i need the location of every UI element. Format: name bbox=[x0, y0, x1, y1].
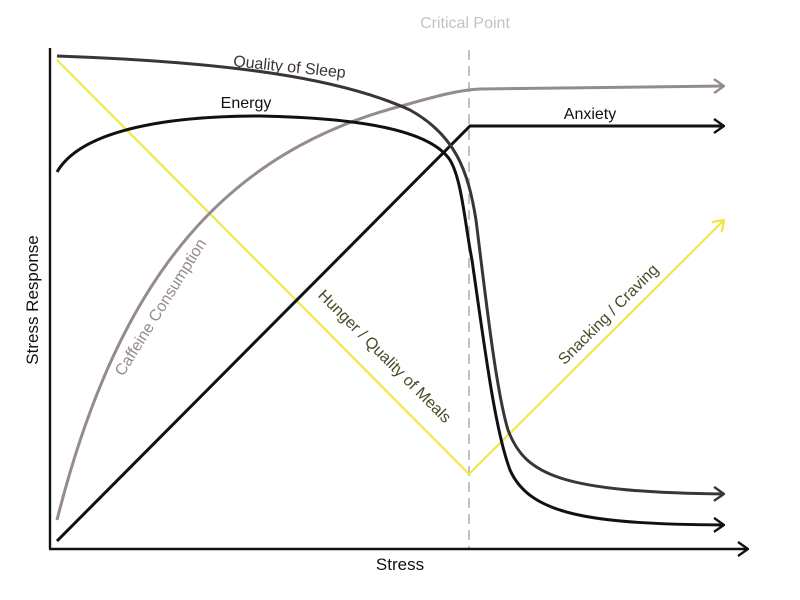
hunger-quality-of-meals-label: Hunger / Quality of Meals bbox=[314, 287, 454, 427]
caffeine-consumption-curve bbox=[55, 86, 724, 521]
quality-of-sleep-curve bbox=[56, 54, 724, 494]
hunger-quality-of-meals-line bbox=[56, 59, 470, 475]
quality-of-sleep-label: Quality of Sleep bbox=[232, 53, 346, 82]
snacking-craving-line bbox=[468, 220, 724, 475]
x-axis-label: Stress bbox=[376, 555, 424, 574]
critical-point-label: Critical Point bbox=[420, 15, 510, 32]
energy-curve bbox=[55, 114, 724, 525]
caffeine-consumption-label: Caffeine Consumption bbox=[112, 236, 210, 379]
energy-label: Energy bbox=[221, 95, 272, 112]
snacking-craving-label: Snacking / Craving bbox=[555, 261, 662, 368]
anxiety-label: Anxiety bbox=[564, 106, 616, 123]
y-axis-label: Stress Response bbox=[23, 235, 42, 364]
anxiety-line bbox=[55, 126, 724, 543]
